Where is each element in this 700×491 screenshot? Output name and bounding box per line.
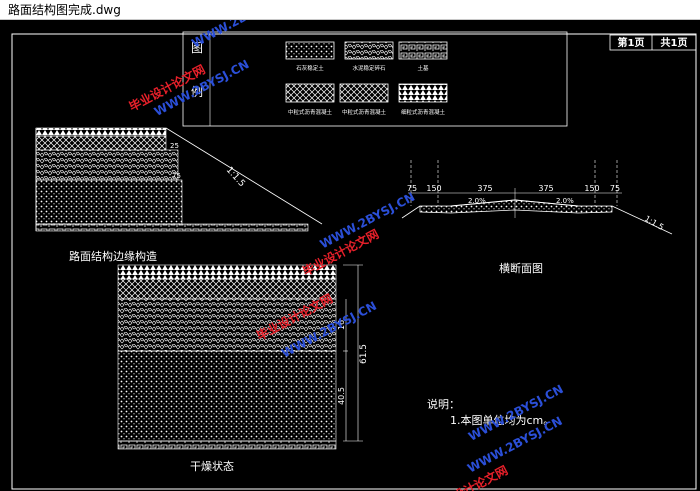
dry-layer-a: 40.5 bbox=[337, 387, 346, 405]
cs-dim-2: 150 bbox=[426, 184, 441, 193]
edge-detail-drawing: 25 75 1:1.5 bbox=[35, 127, 323, 232]
legend-swatch-5 bbox=[339, 83, 389, 103]
edge-dim-a: 25 bbox=[170, 142, 179, 150]
dry-layer-b: 16 bbox=[337, 320, 346, 330]
dry-state-drawing: 61.5 40.5 16 bbox=[117, 264, 369, 450]
notes: 说明： 1.本图单位均为cm。 bbox=[427, 397, 554, 427]
cross-section-caption: 横断面图 bbox=[499, 261, 543, 275]
cs-slope-label: 1:1.5 bbox=[643, 214, 665, 232]
notes-line-1: 1.本图单位均为cm。 bbox=[450, 413, 554, 427]
cs-dim-3: 375 bbox=[477, 184, 492, 193]
svg-text:WWW.2BYSJ.CN: WWW.2BYSJ.CN bbox=[466, 382, 566, 444]
edge-detail-caption: 路面结构边缘构造 bbox=[69, 249, 157, 263]
cs-dim-5: 150 bbox=[584, 184, 599, 193]
legend-label-1: 石灰稳定土 bbox=[296, 64, 324, 72]
cs-dim-1: 75 bbox=[407, 184, 417, 193]
dry-total-thickness: 61.5 bbox=[359, 344, 369, 364]
sheet-border bbox=[11, 33, 697, 490]
legend-swatch-4 bbox=[285, 83, 335, 103]
edge-slope-label: 1:1.5 bbox=[224, 165, 247, 189]
legend-label-4: 中粒式沥青混凝土 bbox=[288, 108, 333, 116]
page-current: 第1页 bbox=[618, 36, 645, 49]
cs-dim-6: 75 bbox=[610, 184, 620, 193]
legend-label-2: 水泥稳定碎石 bbox=[352, 64, 386, 72]
legend-swatch-3 bbox=[398, 41, 448, 60]
page-total: 共1页 bbox=[661, 36, 688, 49]
window-title: 路面结构图完成.dwg bbox=[8, 3, 121, 17]
watermark-2: WWW.2BYSJ.CN bbox=[189, 20, 289, 50]
window-titlebar: 路面结构图完成.dwg bbox=[0, 0, 700, 20]
dry-state-caption: 干燥状态 bbox=[190, 459, 234, 473]
cs-grade-left: 2.0% bbox=[468, 197, 486, 205]
page-title-block: 第1页 共1页 bbox=[609, 34, 697, 51]
legend-swatch-6 bbox=[398, 83, 448, 103]
notes-heading: 说明： bbox=[427, 397, 460, 411]
watermark-3: 毕业设计论文网 WWW.2BYSJ.CN bbox=[300, 190, 417, 279]
legend: 图 例 石灰稳定土 水泥稳定碎石 土基 中粒式沥青混凝土 中粒式沥青混凝土 细粒… bbox=[182, 31, 568, 127]
legend-label-6: 细粒式沥青混凝土 bbox=[401, 108, 446, 116]
cs-grade-right: 2.0% bbox=[556, 197, 574, 205]
watermark-1: 毕业设计论文网 WWW.2BYSJ.CN bbox=[126, 57, 251, 119]
legend-swatch-2 bbox=[344, 41, 394, 60]
cs-dim-4: 375 bbox=[538, 184, 553, 193]
svg-text:WWW.2BYSJ.CN: WWW.2BYSJ.CN bbox=[189, 20, 289, 50]
legend-swatch-1 bbox=[285, 41, 335, 60]
legend-title-bottom: 例 bbox=[191, 85, 203, 99]
watermark-5: WWW.2BYSJ.CN bbox=[466, 382, 566, 444]
drawing-canvas[interactable]: 第1页 共1页 图 例 石灰稳定土 水泥稳定碎石 土基 中粒式沥青混凝土 中粒式… bbox=[0, 20, 700, 491]
edge-dim-b: 75 bbox=[172, 172, 181, 180]
cross-section-drawing: 75 150 375 375 150 75 2.0% 2.0% 1:1.5 bbox=[401, 160, 673, 235]
legend-title-top: 图 bbox=[191, 41, 203, 55]
legend-label-5: 中粒式沥青混凝土 bbox=[342, 108, 387, 116]
legend-label-3: 土基 bbox=[417, 64, 429, 72]
